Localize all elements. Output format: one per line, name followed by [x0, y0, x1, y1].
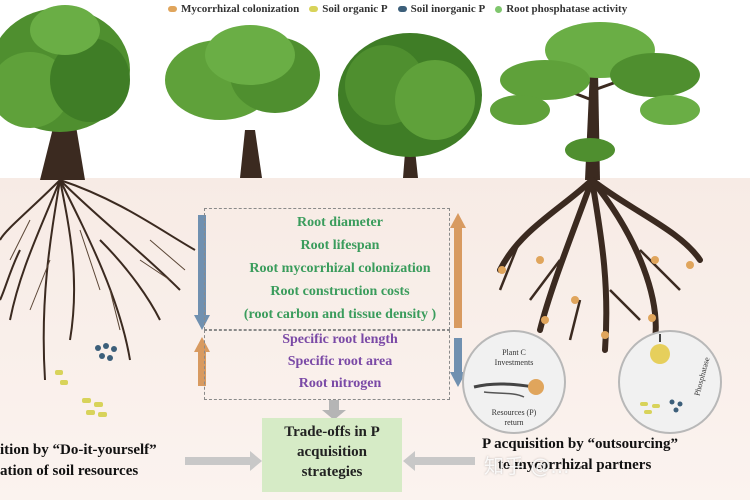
trait-specific-area: Specific root area	[287, 354, 393, 369]
trait-root-lifespan: Root lifespan	[300, 238, 380, 253]
legend-item-organic-p: Soil organic P	[309, 3, 388, 15]
trait-root-nitrogen: Root nitrogen	[298, 376, 382, 391]
circle-phosphatase: Phosphatase	[618, 330, 722, 434]
tradeoff-line3: strategies	[301, 464, 363, 480]
trait-root-diameter: Root diameter	[297, 215, 383, 230]
tradeoff-line1: Trade-offs in P	[284, 424, 380, 440]
trait-root-mycorrhizal: Root mycorrhizal colonization	[249, 261, 431, 276]
left-caption-line1: ition by “Do-it-yourself”	[0, 442, 157, 458]
tree-3-icon	[338, 33, 482, 178]
circle-label-investments: Investments	[494, 358, 534, 367]
phosphatase-root-icon	[640, 334, 683, 414]
inorganic-p-swatch-icon	[397, 6, 407, 12]
trait-root-carbon: (root carbon and tissue density )	[243, 307, 437, 322]
fungal-root-icon	[473, 379, 544, 398]
legend-item-phosphatase: Root phosphatase activity	[495, 3, 627, 15]
flow-arrows	[185, 400, 475, 471]
mycorrhizal-swatch-icon	[168, 6, 177, 12]
right-caption-line1: P acquisition by “outsourcing”	[482, 436, 679, 452]
phosphatase-swatch-icon	[495, 5, 503, 13]
circle-label-resources: Resources (P)	[491, 408, 537, 417]
trait-specific-length: Specific root length	[282, 332, 398, 347]
tradeoff-line2: acquisition	[296, 444, 368, 460]
tree-right-icon	[490, 22, 703, 353]
legend: Mycorrhizal colonization Soil organic P …	[168, 0, 637, 18]
tradeoff-box: Trade-offs in P acquisition strategies	[262, 418, 402, 492]
circle-carbon-exchange: Plant C Investments Resources (P) return	[462, 330, 566, 434]
soil-p-dots	[55, 343, 117, 417]
tree-2-icon	[165, 25, 320, 178]
circle-label-plant-c: Plant C	[502, 348, 526, 357]
watermark: 知乎 @...	[484, 454, 570, 478]
right-caption-line2: to mycorrhizal partners	[498, 457, 652, 473]
circle-label-return: return	[504, 418, 524, 427]
tree-left-icon	[0, 5, 196, 381]
organic-p-swatch-icon	[309, 6, 319, 12]
legend-item-inorganic-p: Soil inorganic P	[397, 3, 485, 15]
trait-root-construction: Root construction costs	[270, 284, 410, 299]
trait-box-bottom	[204, 330, 450, 400]
legend-item-mycorrhizal: Mycorrhizal colonization	[168, 3, 299, 15]
left-caption-line2: ation of soil resources	[0, 463, 139, 479]
trait-box-top	[204, 208, 450, 330]
